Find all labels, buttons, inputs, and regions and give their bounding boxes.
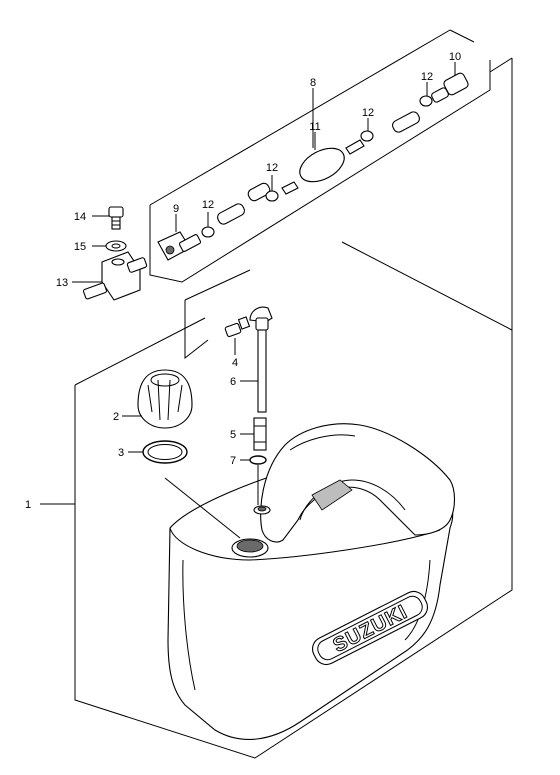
suction-pipe <box>249 306 273 413</box>
joint-bolt <box>108 206 124 230</box>
engine-connector <box>431 72 469 103</box>
fuel-tank: SUZUKI <box>167 423 456 740</box>
callout-8: 8 <box>310 77 316 89</box>
pipe-o-ring <box>249 455 267 465</box>
tank-assembly-frame <box>74 241 513 759</box>
tank-cap <box>137 369 193 429</box>
callout-4: 4 <box>232 357 238 369</box>
tank-connector <box>157 231 202 261</box>
callout-1: 1 <box>25 499 31 511</box>
callout-12-b: 12 <box>266 162 278 174</box>
fuel-hose-segments <box>217 111 420 225</box>
callout-7: 7 <box>230 455 236 467</box>
callout-5: 5 <box>230 429 236 441</box>
hose-assembly-frame <box>149 29 513 330</box>
callout-6: 6 <box>230 376 236 388</box>
callout-14: 14 <box>74 211 86 223</box>
callout-11: 11 <box>309 121 320 133</box>
cap-seal-ring <box>142 440 188 464</box>
callout-15: 15 <box>74 241 86 253</box>
callout-2: 2 <box>113 411 119 423</box>
callout-10: 10 <box>449 51 461 63</box>
callout-12-c: 12 <box>362 107 374 119</box>
callout-3: 3 <box>118 447 124 459</box>
callout-12-a: 12 <box>202 199 214 211</box>
primer-bulb <box>281 139 365 195</box>
callout-13: 13 <box>56 277 68 289</box>
fitting-group-frame <box>184 269 251 360</box>
leader-lines <box>40 62 456 505</box>
pipe-filter <box>253 417 267 451</box>
callout-9: 9 <box>173 203 179 215</box>
hose-joint <box>82 251 148 301</box>
joint-washer <box>105 240 127 252</box>
callout-12-d: 12 <box>421 71 433 83</box>
callout-labels: 1 2 3 4 5 6 7 8 9 10 11 12 12 12 12 13 1… <box>25 51 461 511</box>
elbow-fitting <box>224 316 251 338</box>
